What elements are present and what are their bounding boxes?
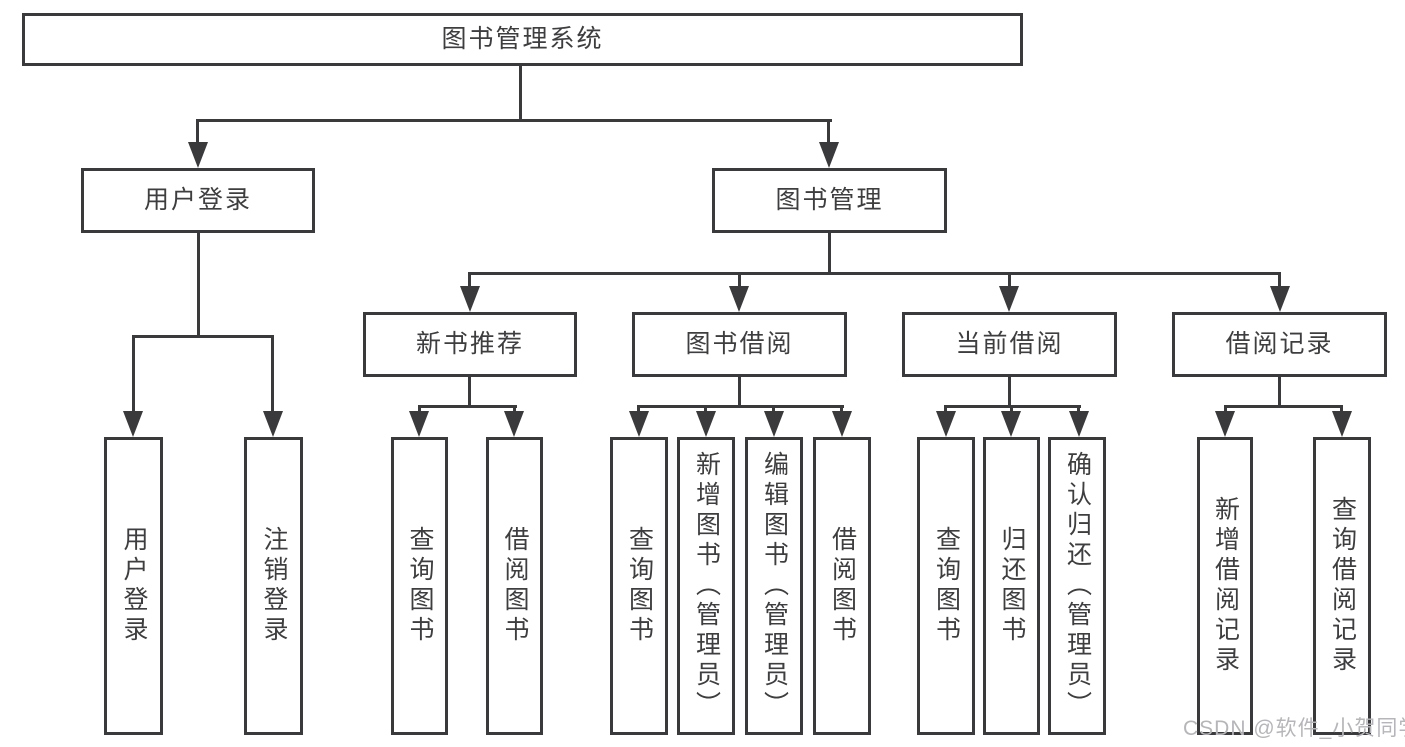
connector-bookborrow-branch [637,405,844,408]
leaf-add-borrow-record: 新增借阅记录 [1197,437,1253,735]
leaf-label: 新增图书（管理员） [692,451,721,721]
connector-stem [637,405,640,414]
leaf-edit-book-admin: 编辑图书（管理员） [745,437,803,735]
node-library-management-system: 图书管理系统 [22,13,1023,66]
node-label: 借阅记录 [1225,330,1334,358]
node-label: 用户登录 [143,186,252,214]
node-label: 图书借阅 [685,330,794,358]
connector-newbooks-trunk [468,377,471,408]
arrow-down-icon [1069,411,1089,437]
arrow-down-icon [123,411,143,437]
connector-stem [1278,272,1281,288]
arrow-down-icon [999,286,1019,312]
node-user-login: 用户登录 [81,168,315,233]
connector-stem [840,405,843,414]
node-borrow-records: 借阅记录 [1172,312,1387,377]
leaf-label: 借阅图书 [501,526,529,646]
leaf-label: 查询图书 [625,526,654,646]
arrow-down-icon [696,411,716,437]
node-book-borrow: 图书借阅 [632,312,847,377]
arrow-down-icon [504,411,524,437]
connector-stem [196,119,199,146]
leaf-logout: 注销登录 [244,437,303,735]
arrow-down-icon [832,411,852,437]
arrow-down-icon [409,411,429,437]
connector-stem [132,335,135,413]
arrow-down-icon [764,411,784,437]
connector-root-trunk [519,66,522,121]
leaf-query-borrow-record: 查询借阅记录 [1313,437,1371,735]
leaf-label: 借阅图书 [828,526,857,646]
connector-records-branch [1224,405,1343,408]
arrow-down-icon [729,286,749,312]
connector-newbooks-branch [418,405,517,408]
leaf-confirm-return-admin: 确认归还（管理员） [1048,437,1106,735]
node-current-borrow: 当前借阅 [902,312,1117,377]
connector-stem [738,272,741,288]
leaf-label: 查询图书 [406,526,434,646]
node-label: 当前借阅 [955,330,1064,358]
leaf-label: 确认归还（管理员） [1063,451,1092,721]
connector-bookmgmt-branch [468,272,1281,275]
arrow-down-icon [1001,411,1021,437]
connector-bookmgmt-trunk [828,233,831,275]
connector-stem [271,335,274,413]
connector-stem [827,119,830,146]
connector-stem [418,405,421,414]
leaf-return-book: 归还图书 [983,437,1040,735]
node-new-book-recommend: 新书推荐 [363,312,577,377]
connector-stem [944,405,947,414]
arrow-down-icon [1332,411,1352,437]
arrow-down-icon [460,286,480,312]
arrow-down-icon [629,411,649,437]
connector-userlogin-trunk [197,233,200,338]
connector-stem [1224,405,1227,414]
connector-stem [1340,405,1343,414]
node-book-management: 图书管理 [712,168,947,233]
node-label: 图书管理 [775,186,884,214]
connector-stem [513,405,516,414]
connector-stem [1077,405,1080,414]
leaf-label: 编辑图书（管理员） [760,451,789,721]
leaf-borrow-book: 借阅图书 [486,437,543,735]
connector-stem [468,272,471,288]
leaf-label: 注销登录 [260,526,288,646]
connector-stem [1008,272,1011,288]
csdn-watermark: CSDN @软件_小贺同学 [1183,717,1405,740]
leaf-user-login: 用户登录 [104,437,163,735]
arrow-down-icon [263,411,283,437]
leaf-label: 归还图书 [998,526,1026,646]
arrow-down-icon [936,411,956,437]
connector-records-trunk [1278,377,1281,408]
leaf-query-books: 查询图书 [610,437,668,735]
node-label: 新书推荐 [415,330,524,358]
leaf-query-books: 查询图书 [917,437,975,735]
connector-bookborrow-trunk [738,377,741,408]
connector-stem [704,405,707,414]
connector-stem [772,405,775,414]
node-label: 图书管理系统 [441,25,604,53]
leaf-add-book-admin: 新增图书（管理员） [677,437,735,735]
connector-currentborrow-trunk [1008,377,1011,408]
leaf-label: 查询借阅记录 [1328,496,1357,676]
leaf-label: 用户登录 [120,526,148,646]
connector-userlogin-branch [132,335,274,338]
connector-root-branch [197,119,832,122]
leaf-label: 新增借阅记录 [1211,496,1240,676]
leaf-borrow-book: 借阅图书 [813,437,871,735]
arrow-down-icon [188,142,208,168]
connector-stem [1010,405,1013,414]
leaf-label: 查询图书 [932,526,961,646]
arrow-down-icon [819,142,839,168]
leaf-query-books: 查询图书 [391,437,448,735]
arrow-down-icon [1215,411,1235,437]
arrow-down-icon [1270,286,1290,312]
